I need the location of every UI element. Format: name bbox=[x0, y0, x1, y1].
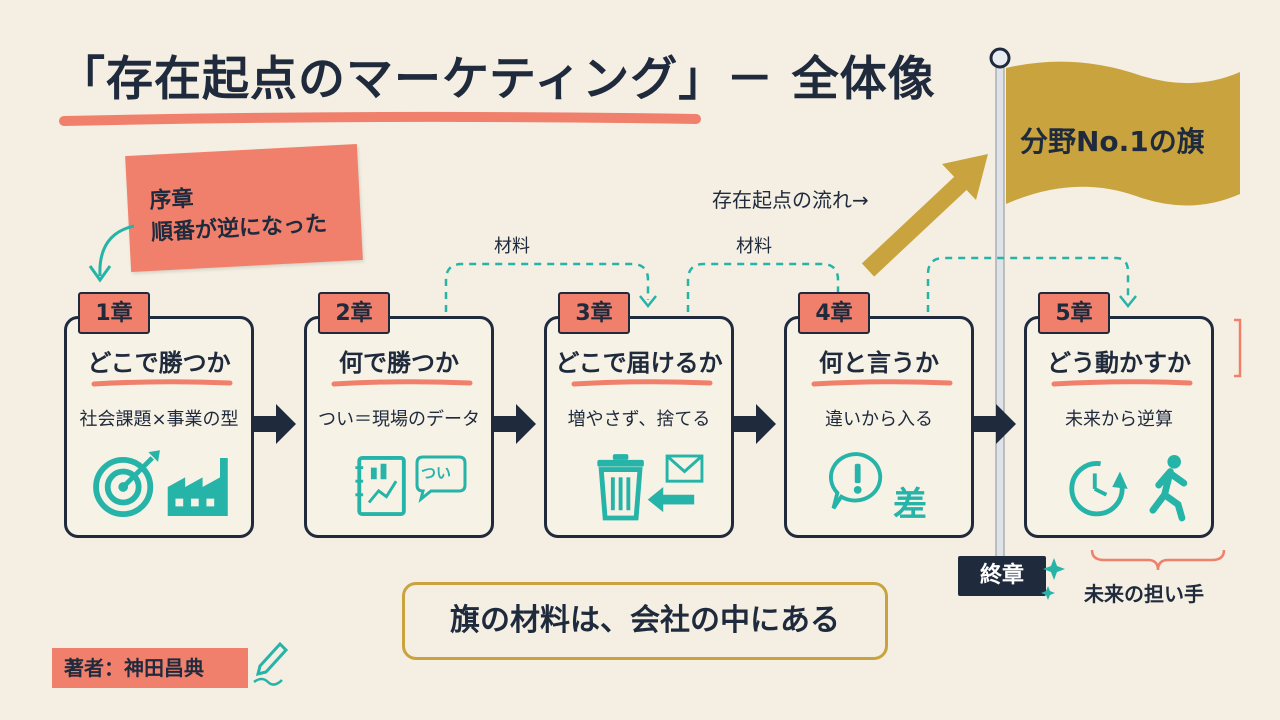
chapter-5-icons bbox=[1069, 455, 1188, 522]
chapter-3-underline bbox=[571, 379, 713, 387]
chapter-2-underline bbox=[331, 379, 473, 387]
chapter-5-subtitle: 未来から逆算 bbox=[1065, 409, 1173, 430]
flag-pole bbox=[989, 47, 1011, 581]
chapter-3-icons bbox=[597, 454, 704, 521]
title-underline bbox=[59, 111, 701, 126]
future-label: 未来の担い手 bbox=[1084, 582, 1204, 606]
final-chapter-badge: 終章 bbox=[958, 556, 1046, 596]
chapter-5-card: どう動かすか 未来から逆算 bbox=[1024, 316, 1214, 538]
flow-arrow-3-icon bbox=[734, 404, 776, 444]
flow-arrow-icon bbox=[861, 154, 988, 277]
chapter-1-underline bbox=[91, 379, 233, 387]
chapter-1-subtitle: 社会課題×事業の型 bbox=[79, 409, 239, 430]
arrow-left-icon bbox=[647, 487, 695, 513]
chapter-4-subtitle: 違いから入る bbox=[825, 409, 933, 430]
clock-icon bbox=[1069, 461, 1128, 517]
chapter-1-title: どこで勝つか bbox=[87, 349, 231, 377]
trash-icon bbox=[597, 454, 644, 521]
runner-icon bbox=[1149, 455, 1188, 522]
flow-arrow-2-icon bbox=[494, 404, 536, 444]
notebook-chart-icon bbox=[355, 456, 406, 517]
chapter-5-underline bbox=[1051, 379, 1193, 387]
chapter-4-card: 何と言うか 違いから入る 差 bbox=[784, 316, 974, 538]
prologue-arrow-icon bbox=[88, 224, 135, 283]
material-label-2: 材料 bbox=[736, 236, 772, 257]
flow-arrow-1-icon bbox=[254, 404, 296, 444]
bottom-message: 旗の材料は、会社の中にある bbox=[402, 582, 888, 660]
chapter-4-underline bbox=[811, 379, 953, 387]
chapter-3-title: どこで届けるか bbox=[555, 349, 723, 377]
chapter-5-bracket bbox=[1234, 318, 1242, 378]
chapter-1-card: どこで勝つか 社会課題×事業の型 bbox=[64, 316, 254, 538]
chapter-4-badge: 4章 bbox=[798, 292, 870, 334]
chapter-1-badge: 1章 bbox=[78, 292, 150, 334]
page-title: 「存在起点のマーケティング」－ 全体像 bbox=[58, 52, 936, 107]
chapter-3-subtitle: 増やさず、捨てる bbox=[567, 409, 711, 430]
chapter-2-title: 何で勝つか bbox=[339, 349, 459, 377]
difference-kanji: 差 bbox=[893, 485, 927, 525]
chapter-3-card: どこで届けるか 増やさず、捨てる bbox=[544, 316, 734, 538]
speech-bubble-icon bbox=[415, 455, 467, 503]
material-label-1: 材料 bbox=[494, 236, 530, 257]
chapter-1-icons bbox=[93, 450, 228, 518]
flag-text: 分野No.1の旗 bbox=[1020, 125, 1205, 158]
exclamation-bubble-icon bbox=[829, 452, 883, 510]
mail-icon bbox=[665, 454, 704, 483]
future-brace bbox=[1090, 549, 1226, 571]
flag-banner bbox=[1006, 61, 1240, 206]
flow-arrow-4-icon bbox=[974, 404, 1016, 444]
flow-label: 存在起点の流れ→ bbox=[712, 188, 869, 212]
chapter-3-badge: 3章 bbox=[558, 292, 630, 334]
chapter-5-badge: 5章 bbox=[1038, 292, 1110, 334]
chapter-4-icons bbox=[829, 452, 883, 510]
sparkle-icon bbox=[1041, 558, 1065, 600]
chapter-4-title: 何と言うか bbox=[819, 349, 939, 377]
target-icon bbox=[93, 450, 160, 518]
chapter-2-subtitle: つい＝現場のデータ bbox=[318, 409, 480, 430]
author-tag: 著者：神田昌典 bbox=[52, 648, 248, 688]
factory-icon bbox=[167, 457, 228, 517]
pen-icon bbox=[253, 641, 289, 686]
chapter-2-icons bbox=[355, 456, 406, 517]
speech-bubble-text: つい bbox=[421, 464, 452, 482]
chapter-5-title: どう動かすか bbox=[1047, 349, 1191, 377]
chapter-2-badge: 2章 bbox=[318, 292, 390, 334]
chapter-2-card: 何で勝つか つい＝現場のデータ つい bbox=[304, 316, 494, 538]
